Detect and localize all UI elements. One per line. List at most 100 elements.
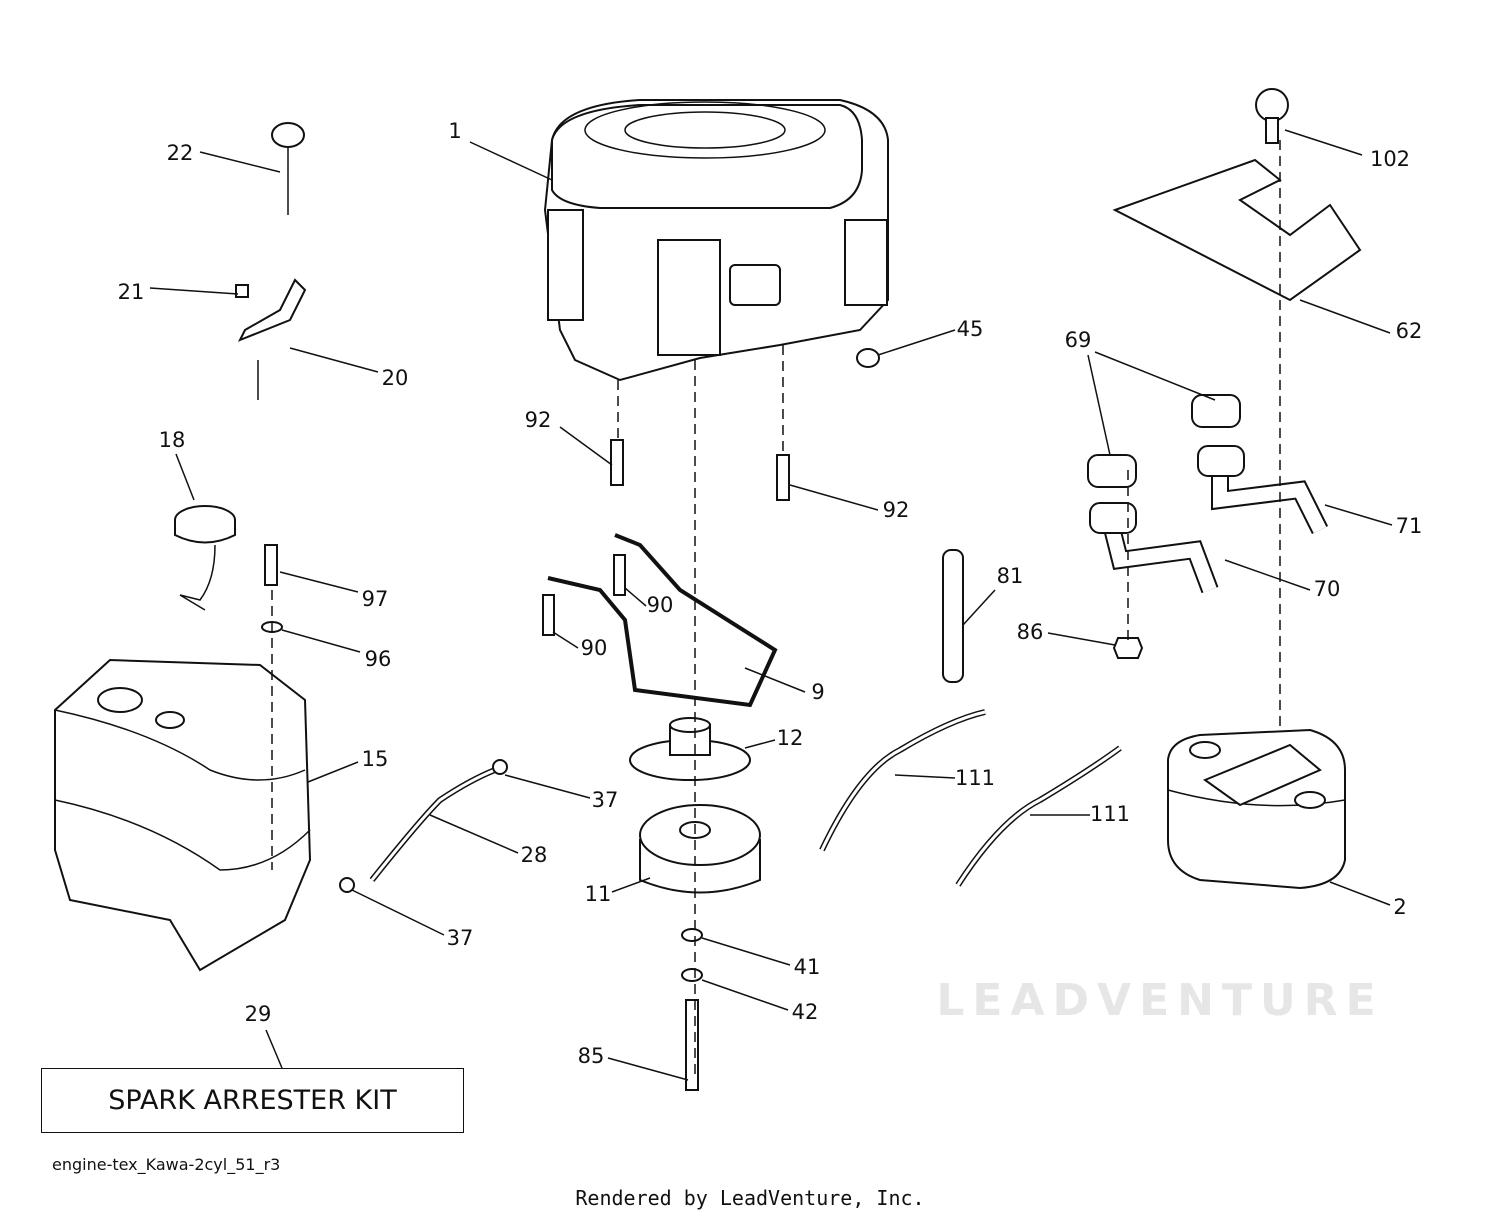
tube-81-part[interactable] — [942, 549, 964, 683]
callout-81[interactable]: 81 — [997, 564, 1024, 588]
callout-86[interactable]: 86 — [1017, 620, 1044, 644]
callout-111[interactable]: 111 — [955, 766, 995, 790]
leader-line — [175, 453, 195, 501]
leader-line — [624, 587, 647, 607]
washer-42-part[interactable] — [681, 968, 703, 982]
callout-29[interactable]: 29 — [245, 1002, 272, 1026]
leader-line — [559, 426, 613, 466]
callout-1[interactable]: 1 — [448, 119, 461, 143]
nut-86-part[interactable] — [1112, 637, 1144, 659]
callout-97[interactable]: 97 — [362, 587, 389, 611]
leader-line — [552, 631, 579, 649]
leader-line — [279, 571, 359, 593]
screw-97-part[interactable] — [264, 544, 278, 586]
leader-line — [351, 889, 445, 936]
leader-lines — [149, 129, 1393, 1081]
callout-15[interactable]: 15 — [362, 747, 389, 771]
callout-21[interactable]: 21 — [118, 280, 145, 304]
clamp-part[interactable] — [492, 759, 508, 775]
part-drawings — [54, 88, 1362, 1091]
leader-line — [744, 739, 776, 749]
callout-28[interactable]: 28 — [521, 843, 548, 867]
knob-102-part[interactable] — [1255, 88, 1289, 144]
callout-11[interactable]: 11 — [585, 882, 612, 906]
throttle-control-part[interactable] — [235, 122, 307, 400]
leader-line — [1047, 632, 1116, 646]
leader-line — [744, 667, 806, 693]
callout-22[interactable]: 22 — [167, 141, 194, 165]
fuel-tank-part[interactable] — [54, 658, 312, 972]
spark-arrester-kit-box[interactable]: SPARK ARRESTER KIT — [41, 1068, 464, 1133]
callout-111[interactable]: 111 — [1090, 802, 1130, 826]
leader-line — [1094, 351, 1216, 401]
leader-line — [469, 141, 553, 181]
engine-part[interactable] — [543, 99, 889, 382]
pulley-part[interactable] — [629, 717, 751, 781]
callout-92[interactable]: 92 — [525, 408, 552, 432]
callout-41[interactable]: 41 — [794, 955, 821, 979]
callout-69[interactable]: 69 — [1065, 328, 1092, 352]
callout-90[interactable]: 90 — [581, 636, 608, 660]
leader-line — [607, 1057, 689, 1081]
leader-line — [611, 877, 651, 893]
leader-line — [289, 347, 379, 373]
leader-line — [504, 774, 591, 799]
muffler-part[interactable] — [1167, 728, 1346, 890]
leader-line — [281, 629, 361, 653]
leader-line — [1299, 299, 1391, 334]
bolt-92-part[interactable] — [610, 439, 624, 486]
leader-line — [1284, 129, 1363, 156]
render-credit: Rendered by LeadVenture, Inc. — [575, 1186, 925, 1210]
callout-18[interactable]: 18 — [159, 428, 186, 452]
callout-85[interactable]: 85 — [578, 1044, 605, 1068]
leader-line — [877, 329, 956, 356]
leader-line — [962, 589, 996, 626]
bolt-90-part[interactable] — [542, 594, 555, 636]
callout-42[interactable]: 42 — [792, 1000, 819, 1024]
callout-102[interactable]: 102 — [1370, 147, 1410, 171]
callout-62[interactable]: 62 — [1396, 319, 1423, 343]
callout-labels: 1 22 21 20 18 97 96 15 29 37 28 37 92 92 90 90 9 12 11 41 42… — [118, 119, 1423, 1068]
washer-41-part[interactable] — [681, 928, 703, 942]
wire-harness-part[interactable] — [547, 533, 778, 708]
leader-line — [1329, 881, 1391, 906]
leader-line — [265, 1029, 283, 1069]
callout-20[interactable]: 20 — [382, 366, 409, 390]
bolt-90-part[interactable] — [613, 554, 626, 596]
callout-92[interactable]: 92 — [883, 498, 910, 522]
leader-line — [1324, 504, 1393, 526]
clamp-part[interactable] — [339, 877, 355, 893]
clutch-part[interactable] — [639, 804, 761, 894]
callout-37[interactable]: 37 — [592, 788, 619, 812]
callout-96[interactable]: 96 — [365, 647, 392, 671]
callout-71[interactable]: 71 — [1396, 514, 1423, 538]
spark-arrester-kit-label: SPARK ARRESTER KIT — [108, 1085, 397, 1116]
callout-12[interactable]: 12 — [777, 726, 804, 750]
nut-45-part[interactable] — [856, 348, 880, 368]
bolt-92-part[interactable] — [776, 454, 790, 501]
watermark: LEADVENTURE — [936, 975, 1384, 1026]
callout-2[interactable]: 2 — [1393, 895, 1406, 919]
leader-line — [307, 761, 359, 783]
bolt-85-part[interactable] — [685, 999, 699, 1091]
callout-45[interactable]: 45 — [957, 317, 984, 341]
heat-shield-part[interactable] — [1112, 158, 1362, 302]
callout-37[interactable]: 37 — [447, 926, 474, 950]
fuel-cap-part[interactable] — [174, 505, 236, 611]
leader-line — [789, 484, 879, 511]
callout-90[interactable]: 90 — [647, 593, 674, 617]
callout-70[interactable]: 70 — [1314, 577, 1341, 601]
leader-line — [149, 287, 239, 295]
gasket-69-part[interactable] — [1087, 454, 1137, 488]
leader-line — [429, 814, 519, 854]
fuel-hose-part[interactable] — [369, 767, 497, 882]
leader-line — [1087, 354, 1111, 456]
leader-line — [701, 979, 789, 1011]
callout-9[interactable]: 9 — [811, 680, 824, 704]
alignment-lines — [271, 140, 1281, 1080]
leader-line — [894, 774, 956, 779]
leader-line — [701, 937, 791, 966]
gasket-69-part[interactable] — [1191, 394, 1241, 428]
